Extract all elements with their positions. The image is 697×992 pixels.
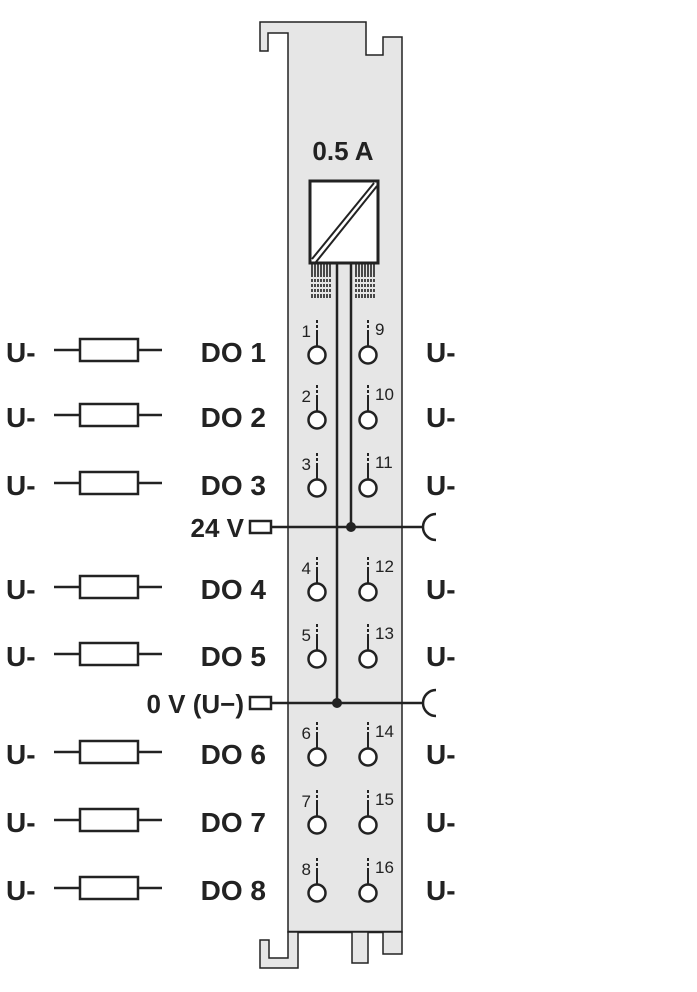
- bottom-tab: [351, 931, 369, 964]
- resistor-load-icon: [78, 807, 140, 833]
- terminal-number: 6: [302, 724, 311, 743]
- output-label: DO 7: [201, 807, 266, 838]
- supply-connections: 24 V 0 V (U−): [146, 512, 437, 719]
- terminal-number: 2: [302, 387, 311, 406]
- terminal-point-icon: [307, 883, 327, 903]
- load-label: U-: [6, 875, 36, 906]
- terminal-point-icon: [358, 582, 378, 602]
- terminal-point-icon: [358, 815, 378, 835]
- terminal-point-icon: [307, 815, 327, 835]
- channel-row: U- DO 3 3 11U-: [6, 453, 456, 501]
- junction-dot: [346, 522, 356, 532]
- channel-row: U- DO 5 5 13U-: [6, 624, 456, 672]
- junction-dot: [332, 698, 342, 708]
- channel-row: U- DO 7 7 15U-: [6, 790, 456, 838]
- resistor-load-icon: [78, 574, 140, 600]
- right-label: U-: [426, 807, 456, 838]
- supply-label: 24 V: [191, 513, 245, 543]
- output-label: DO 3: [201, 470, 266, 501]
- resistor-load-icon: [78, 337, 140, 363]
- channel-row: U- DO 1 1 9U-: [6, 320, 456, 368]
- supply-label: 0 V (U−): [146, 689, 244, 719]
- channel-row: U- DO 4 4 12U-: [6, 557, 456, 605]
- output-label: DO 5: [201, 641, 266, 672]
- output-label: DO 4: [201, 574, 267, 605]
- terminal-number: 8: [302, 860, 311, 879]
- terminal-number: 12: [375, 557, 394, 576]
- right-label: U-: [426, 574, 456, 605]
- output-label: DO 8: [201, 875, 266, 906]
- terminal-point-icon: [358, 345, 378, 365]
- supply-0v: 0 V (U−): [146, 688, 437, 719]
- terminal-point-icon: [358, 883, 378, 903]
- load-label: U-: [6, 402, 36, 433]
- terminal-point-icon: [307, 345, 327, 365]
- right-label: U-: [426, 402, 456, 433]
- terminal-point-icon: [358, 410, 378, 430]
- dc-dc-converter-icon: [308, 179, 380, 265]
- right-label: U-: [426, 470, 456, 501]
- resistor-load-icon: [78, 875, 140, 901]
- terminal-point-icon: [307, 747, 327, 767]
- resistor-load-icon: [78, 402, 140, 428]
- right-label: U-: [426, 641, 456, 672]
- output-label: DO 1: [201, 337, 266, 368]
- terminal-point-icon: [358, 747, 378, 767]
- terminal-point-icon: [358, 649, 378, 669]
- load-label: U-: [6, 337, 36, 368]
- load-label: U-: [6, 739, 36, 770]
- output-label: DO 6: [201, 739, 266, 770]
- terminal-number: 14: [375, 722, 394, 741]
- connector-socket-icon: [421, 688, 437, 718]
- resistor-load-icon: [78, 739, 140, 765]
- load-label: U-: [6, 807, 36, 838]
- current-rating: 0.5 A: [312, 136, 373, 166]
- terminal-box-icon: [248, 695, 273, 711]
- terminal-number: 16: [375, 858, 394, 877]
- resistor-load-icon: [78, 641, 140, 667]
- terminal-box-icon: [248, 519, 273, 535]
- connector-socket-icon: [421, 512, 437, 542]
- right-label: U-: [426, 337, 456, 368]
- terminal-number: 10: [375, 385, 394, 404]
- internal-bus-lines: [311, 263, 375, 298]
- load-label: U-: [6, 641, 36, 672]
- channel-row: U- DO 6 6 14U-: [6, 722, 456, 770]
- channel-row: U- DO 2 2 10U-: [6, 385, 456, 433]
- output-label: DO 2: [201, 402, 266, 433]
- terminal-number: 15: [375, 790, 394, 809]
- supply-24v: 24 V: [191, 512, 437, 543]
- right-label: U-: [426, 875, 456, 906]
- terminal-point-icon: [358, 478, 378, 498]
- terminal-number: 1: [302, 322, 311, 341]
- terminal-point-icon: [307, 478, 327, 498]
- channel-row: U- DO 8 8 16U-: [6, 858, 456, 906]
- terminal-number: 3: [302, 455, 311, 474]
- load-label: U-: [6, 470, 36, 501]
- terminal-number: 7: [302, 792, 311, 811]
- bottom-tab: [382, 931, 403, 955]
- terminal-number: 13: [375, 624, 394, 643]
- load-label: U-: [6, 574, 36, 605]
- bottom-hook: [259, 931, 299, 969]
- terminal-number: 5: [302, 626, 311, 645]
- resistor-load-icon: [78, 470, 140, 496]
- terminal-point-icon: [307, 410, 327, 430]
- terminal-point-icon: [307, 649, 327, 669]
- terminal-number: 4: [302, 559, 311, 578]
- terminal-number: 11: [375, 453, 393, 472]
- terminal-number: 9: [375, 320, 384, 339]
- terminal-point-icon: [307, 582, 327, 602]
- right-label: U-: [426, 739, 456, 770]
